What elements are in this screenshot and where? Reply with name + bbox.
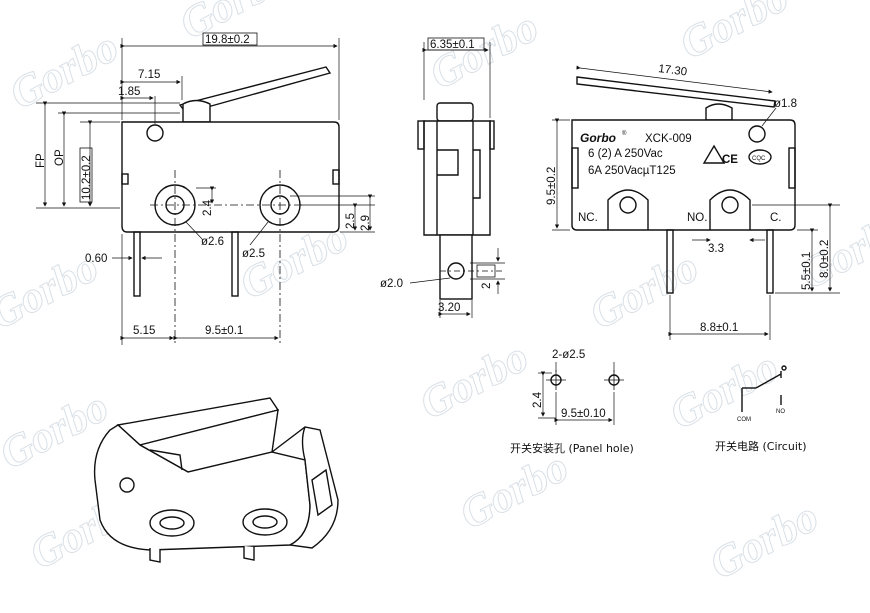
dim-29: 2.9 xyxy=(360,215,372,231)
dim-hole1: ø2.6 xyxy=(201,236,224,248)
dim-lever: 17.30 xyxy=(658,63,688,78)
side-d2: 2 xyxy=(481,283,493,289)
dim-pitch: 9.5±0.1 xyxy=(205,325,243,337)
dim-width: 19.8±0.2 xyxy=(205,34,250,46)
side-view: 6.35±0.1 ø2.0 2 3.20 xyxy=(380,37,505,318)
panel-caption: 开关安装孔 (Panel hole) xyxy=(510,441,634,455)
dim-24: 2.4 xyxy=(202,199,214,216)
dim-515: 5.15 xyxy=(133,325,155,337)
isometric-view xyxy=(93,397,339,563)
watermark: Gorbo xyxy=(582,242,706,339)
panel-pitch: 9.5±0.10 xyxy=(561,408,606,420)
side-width: 6.35±0.1 xyxy=(430,39,475,51)
side-hole: ø2.0 xyxy=(380,278,403,290)
panel-holes: 2-ø2.5 xyxy=(552,349,585,361)
watermark: Gorbo xyxy=(672,0,796,69)
rating-line-1: 6 (2) A 250Vac xyxy=(588,148,663,160)
terminal-nc: NC. xyxy=(578,212,598,224)
side-d320: 3.20 xyxy=(438,302,460,314)
brand-label: Gorbo xyxy=(580,131,616,145)
panel-hole: 2-ø2.5 2.4 9.5±0.10 开关安装孔 (Panel hole) xyxy=(510,349,634,455)
brand-reg: ® xyxy=(622,130,627,137)
dim-88: 8.8±0.1 xyxy=(700,322,738,334)
circuit-no: NO xyxy=(776,409,785,415)
front-view: 19.8±0.2 7.15 1.85 FP OP 10.2±0.2 2.4 2.… xyxy=(35,32,375,345)
panel-d24: 2.4 xyxy=(532,391,544,408)
rear-view: Gorbo ® XCK-009 6 (2) A 250Vac 6A 250Vac… xyxy=(546,63,840,340)
watermark: Gorbo xyxy=(2,22,126,119)
terminal-no: NO. xyxy=(687,212,707,224)
watermark: Gorbo xyxy=(662,342,786,439)
dim-pin: 0.60 xyxy=(85,253,107,265)
cqc-mark: CQC xyxy=(752,156,766,162)
dim-33: 3.3 xyxy=(708,243,724,255)
watermark: Gorbo xyxy=(452,442,576,539)
ce-mark: CE xyxy=(722,154,738,166)
circuit-diagram: COM NO 开关电路 (Circuit) xyxy=(715,365,807,453)
watermark: Gorbo xyxy=(412,332,536,429)
dim-55: 5.5±0.1 xyxy=(801,252,813,290)
warning-icon xyxy=(702,144,726,164)
dim-height: 10.2±0.2 xyxy=(81,155,93,200)
dim-185: 1.85 xyxy=(118,86,140,98)
dim-hole2: ø2.5 xyxy=(242,248,265,260)
dim-25: 2.5 xyxy=(345,213,357,229)
dim-715: 7.15 xyxy=(138,69,160,81)
terminal-c: C. xyxy=(770,212,782,224)
circuit-caption: 开关电路 (Circuit) xyxy=(715,439,807,453)
dim-op: OP xyxy=(54,149,66,166)
dim-pin-hole: ø1.8 xyxy=(774,98,797,110)
watermark: Gorbo xyxy=(702,492,826,589)
rating-line-2: 6A 250VacµT125 xyxy=(588,165,676,177)
dim-rear-height: 9.5±0.2 xyxy=(546,167,558,205)
dim-80: 8.0±0.2 xyxy=(819,240,831,278)
model-label: XCK-009 xyxy=(645,133,692,145)
dim-fp: FP xyxy=(35,153,47,168)
circuit-com: COM xyxy=(737,417,751,423)
